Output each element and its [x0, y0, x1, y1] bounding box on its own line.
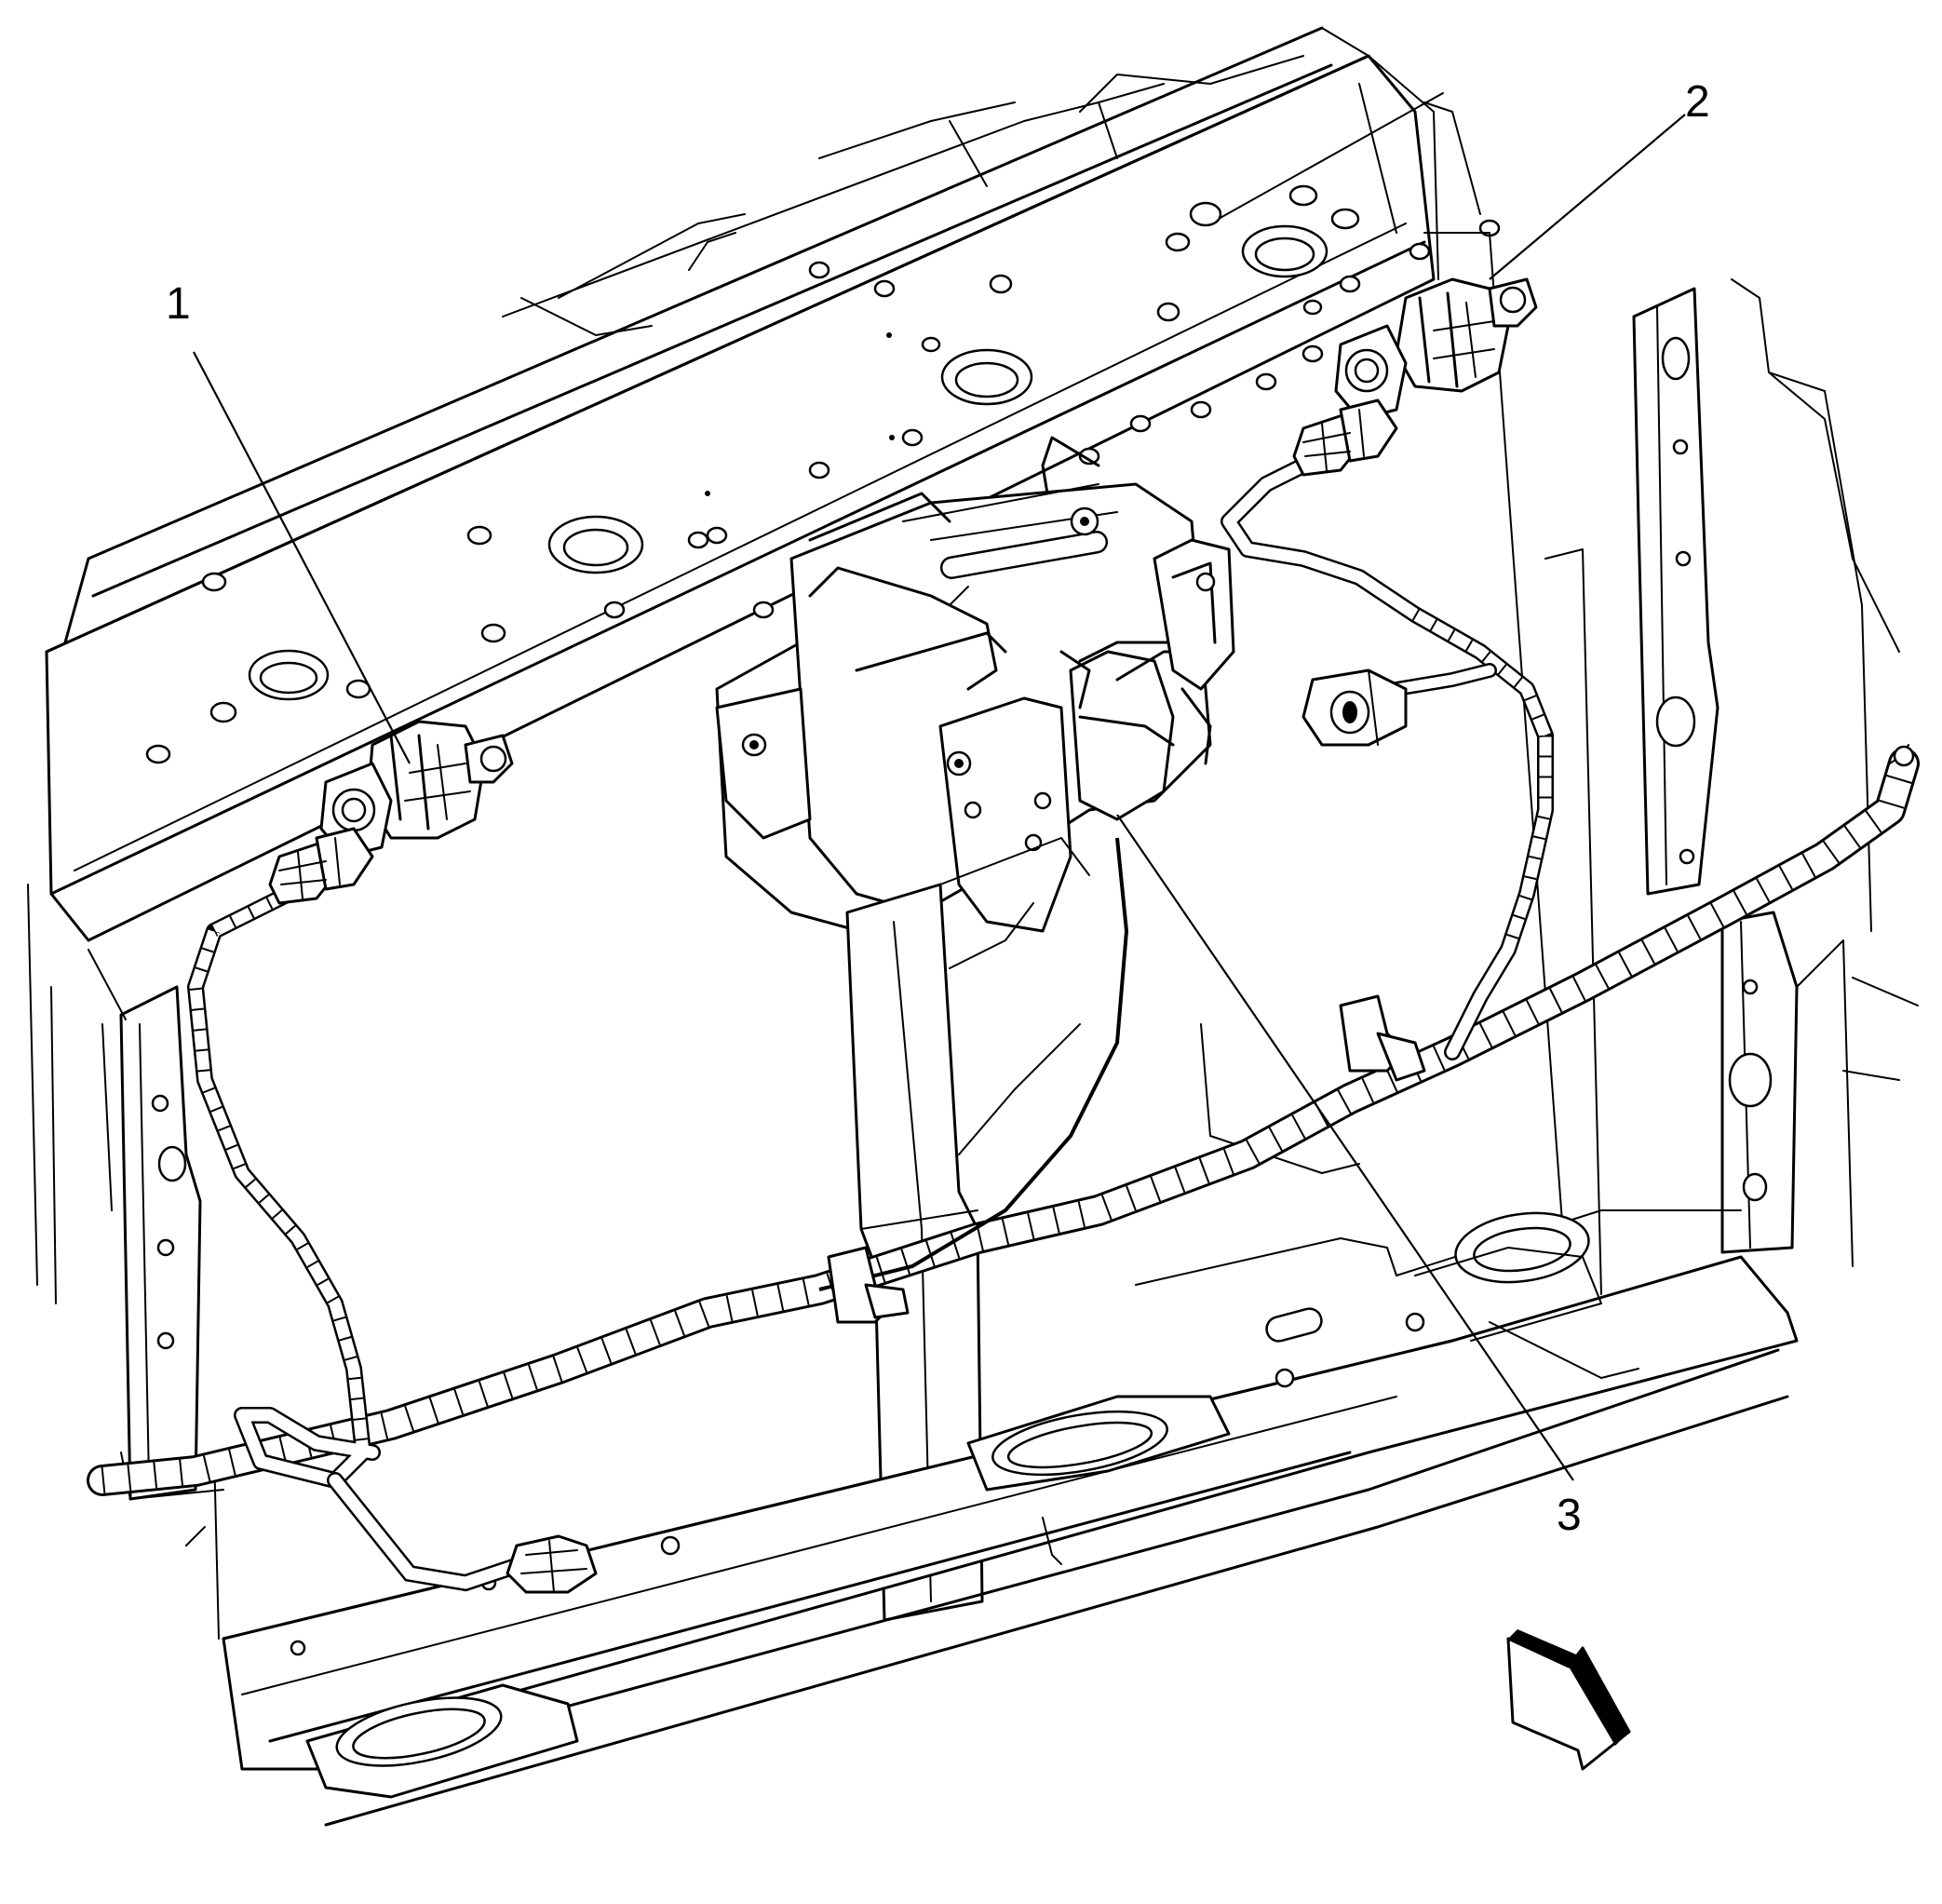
leader-1 — [193, 351, 411, 764]
front-impact-sensor-left — [268, 720, 514, 905]
right-upright — [1423, 232, 1919, 1295]
lower-crossmember — [120, 1023, 1799, 1827]
callout-2: 2 — [1685, 77, 1710, 127]
front-impact-sensor-right — [1292, 277, 1538, 477]
callout-leaders — [193, 114, 1686, 1481]
leader-2 — [1489, 114, 1686, 280]
lower-left-connector — [506, 1534, 598, 1594]
wiring-harness — [87, 448, 1920, 1592]
left-upright — [27, 884, 202, 1501]
center-latch-bracket — [715, 436, 1235, 942]
right-harness-connector — [1301, 668, 1408, 747]
leader-3 — [1116, 814, 1574, 1481]
callout-3: 3 — [1557, 1491, 1582, 1540]
callout-1: 1 — [166, 279, 191, 329]
forward-direction-arrow-icon — [1506, 1629, 1631, 1771]
